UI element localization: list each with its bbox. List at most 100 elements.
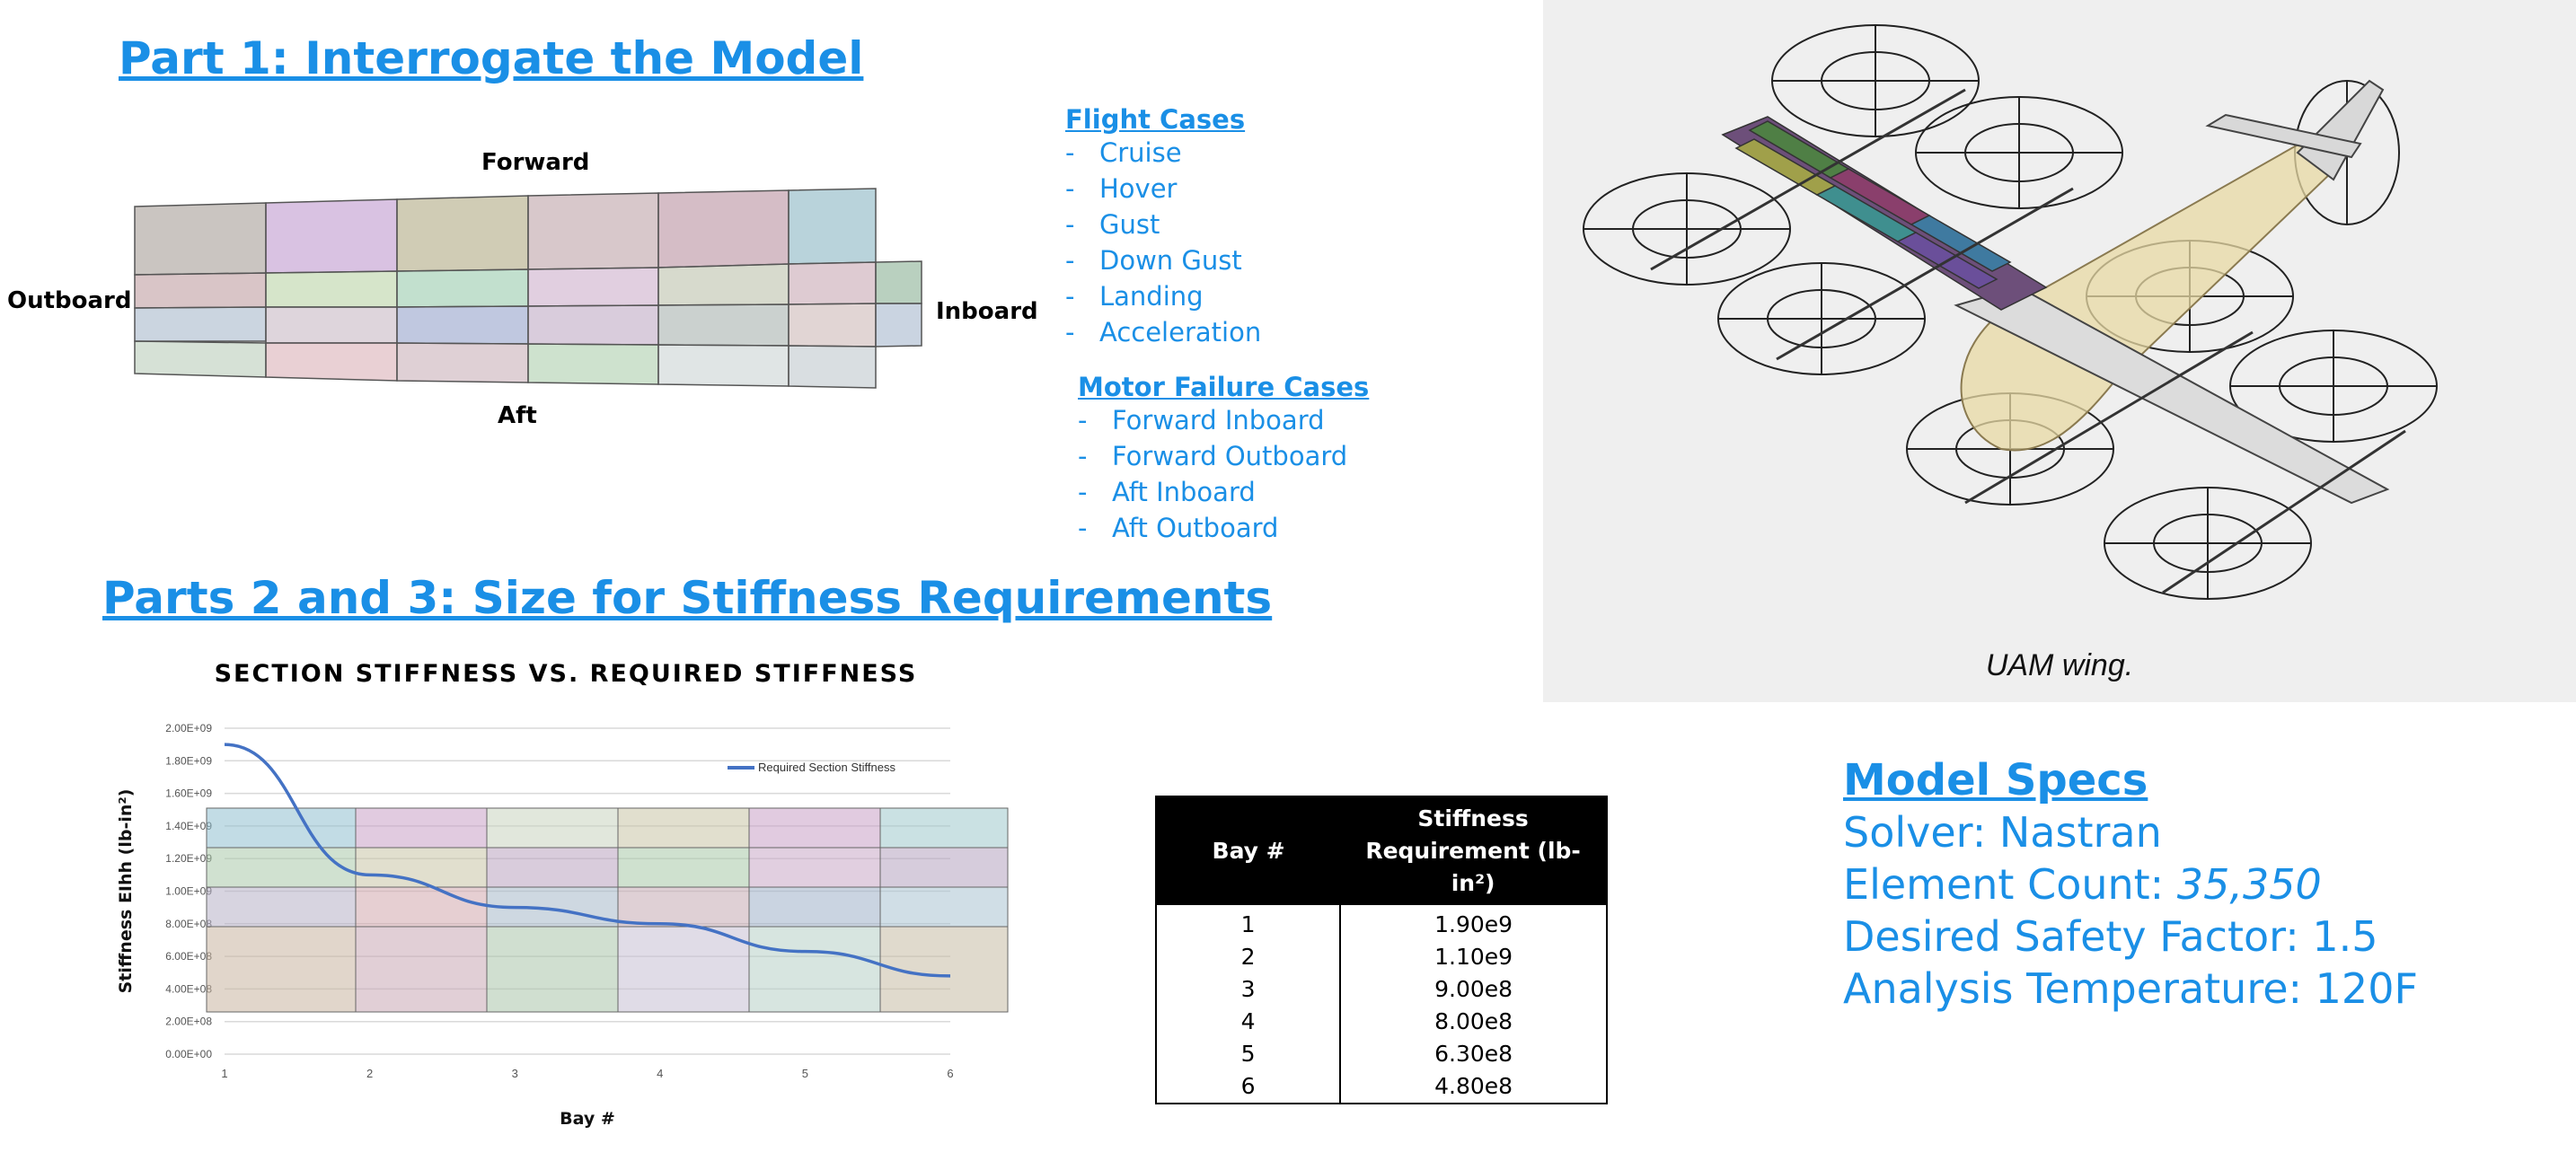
- stiffness-cell: 9.00e8: [1434, 976, 1513, 1002]
- flight-cases-heading: Flight Cases: [1065, 104, 1246, 135]
- table-row: 4 8.00e8: [1156, 1006, 1607, 1038]
- column-header-bay: Bay #: [1156, 796, 1341, 905]
- booms: [1650, 88, 2406, 594]
- overlay-panel: [617, 926, 750, 1013]
- safety-factor-line: Desired Safety Factor: 1.5: [1843, 912, 2378, 961]
- y-tick-label: 6.00E+08: [165, 950, 212, 963]
- y-axis-label: Stiffness EIhh (lb-in²): [116, 789, 136, 994]
- overlay-panel: [617, 847, 750, 888]
- wing-panel: [788, 188, 877, 265]
- table-header-row: Bay # Stiffness Requirement (lb-in²): [1156, 796, 1607, 905]
- rotor: [1583, 172, 1791, 286]
- model-specs-heading: Model Specs: [1843, 755, 2148, 805]
- forward-wing-colored: [1721, 116, 2048, 311]
- rotor: [2104, 487, 2312, 600]
- safety-factor-value: 1.5: [2312, 912, 2378, 961]
- y-tick-label: 1.40E+09: [165, 820, 212, 832]
- list-item: -Landing: [1065, 281, 1204, 312]
- motor-failure-section: Motor Failure Cases -Forward Inboard -Fo…: [1078, 372, 1369, 546]
- y-tick-label: 8.00E+08: [165, 918, 212, 930]
- element-count-line: Element Count: 35,350: [1843, 860, 2322, 909]
- stiffness-chart: SECTION STIFFNESS VS. REQUIRED STIFFNESS…: [99, 651, 1051, 1136]
- wing-panel: [527, 304, 659, 346]
- wing-panel: [657, 189, 790, 268]
- wing-panel: [134, 306, 267, 342]
- list-item: -Forward Outboard: [1078, 441, 1348, 471]
- motor-failure-heading: Motor Failure Cases: [1078, 372, 1370, 402]
- wing-panel: [265, 198, 398, 274]
- solver-line: Solver: Nastran: [1843, 808, 2162, 857]
- rotor: [1771, 24, 1980, 137]
- overlay-panel: [748, 886, 881, 928]
- image-caption: UAM wing.: [1985, 648, 2134, 682]
- overlay-panel: [355, 926, 488, 1013]
- column-header-stiffness: Stiffness Requirement (lb-in²): [1340, 796, 1607, 905]
- flight-cases-list: -Cruise -Hover -Gust -Down Gust -Landing…: [1065, 135, 1261, 350]
- part1-title: Part 1: Interrogate the Model: [119, 32, 864, 84]
- overlay-panel: [355, 847, 488, 888]
- stiffness-cell: 8.00e8: [1434, 1008, 1513, 1034]
- list-item: -Gust: [1065, 209, 1160, 240]
- rotor: [1915, 96, 2123, 209]
- stiffness-cell: 4.80e8: [1434, 1073, 1513, 1099]
- x-tick-label: 6: [947, 1067, 953, 1080]
- wing-panel: [265, 306, 398, 344]
- wing-panel: [875, 303, 922, 347]
- overlay-panel: [355, 886, 488, 928]
- overlay-panel: [206, 926, 357, 1013]
- rotor: [1717, 262, 1926, 375]
- overlay-panel: [617, 886, 750, 928]
- x-tick-label: 2: [366, 1067, 373, 1080]
- element-count-value: 35,350: [2176, 860, 2322, 909]
- parts23-title: Parts 2 and 3: Size for Stiffness Requir…: [102, 572, 1273, 624]
- x-tick-label: 3: [512, 1067, 518, 1080]
- wing-panel: [396, 195, 529, 272]
- wing-panel: [265, 270, 398, 308]
- bay-cell: 1: [1156, 905, 1342, 941]
- x-tick-label: 1: [221, 1067, 227, 1080]
- outboard-label: Outboard: [7, 287, 132, 314]
- tail-fin: [2296, 79, 2385, 181]
- list-item: -Aft Outboard: [1078, 513, 1279, 543]
- list-item: -Cruise: [1065, 137, 1182, 168]
- list-item: -Hover: [1065, 173, 1178, 204]
- wing-panel: [527, 267, 659, 307]
- overlay-panel: [748, 847, 881, 888]
- overlay-panel: [206, 847, 357, 888]
- wing-panel: [527, 343, 659, 385]
- wing-panel: [134, 202, 267, 276]
- y-tick-label: 1.80E+09: [165, 754, 212, 767]
- table-row: 3 9.00e8: [1156, 973, 1607, 1006]
- aircraft-image-panel: UAM wing.: [1543, 0, 2576, 702]
- overlay-panel: [486, 847, 619, 888]
- y-tick-label: 4.00E+08: [165, 982, 212, 995]
- wing-panel: [134, 272, 267, 309]
- forward-label: Forward: [481, 149, 590, 176]
- flight-cases-section: Flight Cases -Cruise -Hover -Gust -Down …: [1065, 104, 1261, 350]
- wing-panel: [265, 342, 398, 382]
- temperature-line: Analysis Temperature: 120F: [1843, 964, 2418, 1013]
- overlay-panel: [879, 807, 1009, 849]
- bay-cell: 4: [1156, 1006, 1342, 1038]
- solver-value: Nastran: [1998, 808, 2162, 857]
- bay-cell: 3: [1156, 973, 1342, 1006]
- rotor: [2229, 330, 2438, 443]
- list-item: -Down Gust: [1065, 245, 1242, 276]
- y-tick-label: 0.00E+00: [165, 1048, 212, 1060]
- chart-title: SECTION STIFFNESS VS. REQUIRED STIFFNESS: [214, 660, 918, 688]
- model-specs: Model Specs Solver: Nastran Element Coun…: [1843, 754, 2418, 1015]
- overlay-panel: [879, 886, 1009, 928]
- x-tick-label: 4: [657, 1067, 663, 1080]
- wing-panel-diagram: [134, 188, 922, 389]
- y-tick-label: 2.00E+08: [165, 1016, 212, 1028]
- bay-cell: 5: [1156, 1038, 1342, 1070]
- x-tick-label: 5: [802, 1067, 808, 1080]
- wing-panel: [875, 260, 922, 304]
- overlay-panel: [748, 807, 881, 849]
- wing-panel: [527, 192, 659, 270]
